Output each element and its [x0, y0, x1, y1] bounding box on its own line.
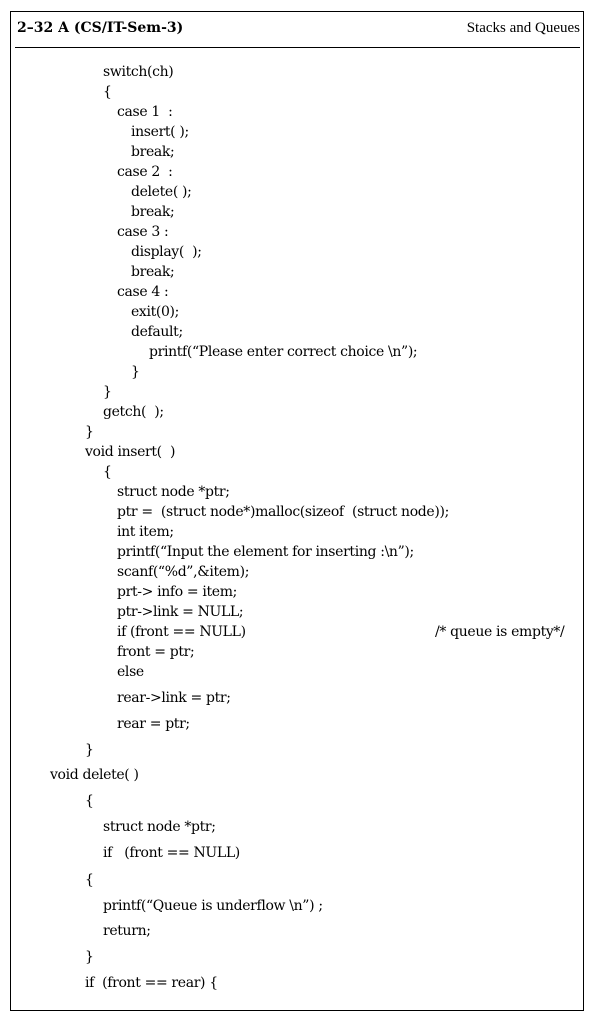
code-line: if (front == NULL)	[117, 624, 246, 640]
code-line: printf(“Input the element for inserting …	[117, 544, 414, 560]
code-line: rear = ptr;	[117, 716, 190, 732]
code-line: printf(“Queue is underflow \n”) ;	[103, 898, 323, 914]
code-line: front = ptr;	[117, 644, 195, 660]
code-line: else	[117, 664, 144, 680]
code-line: }	[85, 949, 94, 965]
code-line: void delete( )	[50, 767, 139, 783]
code-line: case 3 :	[117, 224, 169, 240]
code-line: break;	[131, 204, 175, 220]
code-line: struct node *ptr;	[117, 484, 230, 500]
code-line: return;	[103, 923, 151, 939]
code-line: case 4 :	[117, 284, 169, 300]
code-line: if (front == NULL)	[103, 845, 240, 861]
code-line: {	[103, 464, 112, 480]
code-line: ptr = (struct node*)malloc(sizeof (struc…	[117, 504, 449, 520]
code-line: ptr->link = NULL;	[117, 604, 244, 620]
page-frame	[10, 11, 584, 1011]
code-line: int item;	[117, 524, 174, 540]
code-line: {	[85, 872, 94, 888]
header-rule	[15, 47, 580, 48]
code-line: display( );	[131, 244, 202, 260]
code-line: }	[85, 742, 94, 758]
code-line: {	[85, 793, 94, 809]
code-line: }	[131, 364, 140, 380]
code-line: exit(0);	[131, 304, 180, 320]
code-line: getch( );	[103, 404, 164, 420]
code-comment: /* queue is empty*/	[435, 624, 565, 640]
code-line: insert( );	[131, 124, 189, 140]
code-line: rear->link = ptr;	[117, 690, 231, 706]
code-line: if (front == rear) {	[85, 975, 218, 991]
code-line: break;	[131, 264, 175, 280]
code-line: printf(“Please enter correct choice \n”)…	[149, 344, 418, 360]
code-line: {	[103, 84, 112, 100]
running-header-left: 2–32 A (CS/IT-Sem-3)	[17, 20, 184, 36]
code-line: delete( );	[131, 184, 192, 200]
code-line: prt-> info = item;	[117, 584, 238, 600]
code-line: switch(ch)	[103, 64, 174, 80]
code-line: struct node *ptr;	[103, 819, 216, 835]
code-line: default;	[131, 324, 183, 340]
running-header-right: Stacks and Queues	[466, 20, 580, 36]
code-line: case 2 :	[117, 164, 173, 180]
code-line: scanf(“%d”,&item);	[117, 564, 250, 580]
code-line: }	[103, 384, 112, 400]
code-line: break;	[131, 144, 175, 160]
code-line: void insert( )	[85, 444, 176, 460]
code-line: case 1 :	[117, 104, 173, 120]
code-line: }	[85, 424, 94, 440]
